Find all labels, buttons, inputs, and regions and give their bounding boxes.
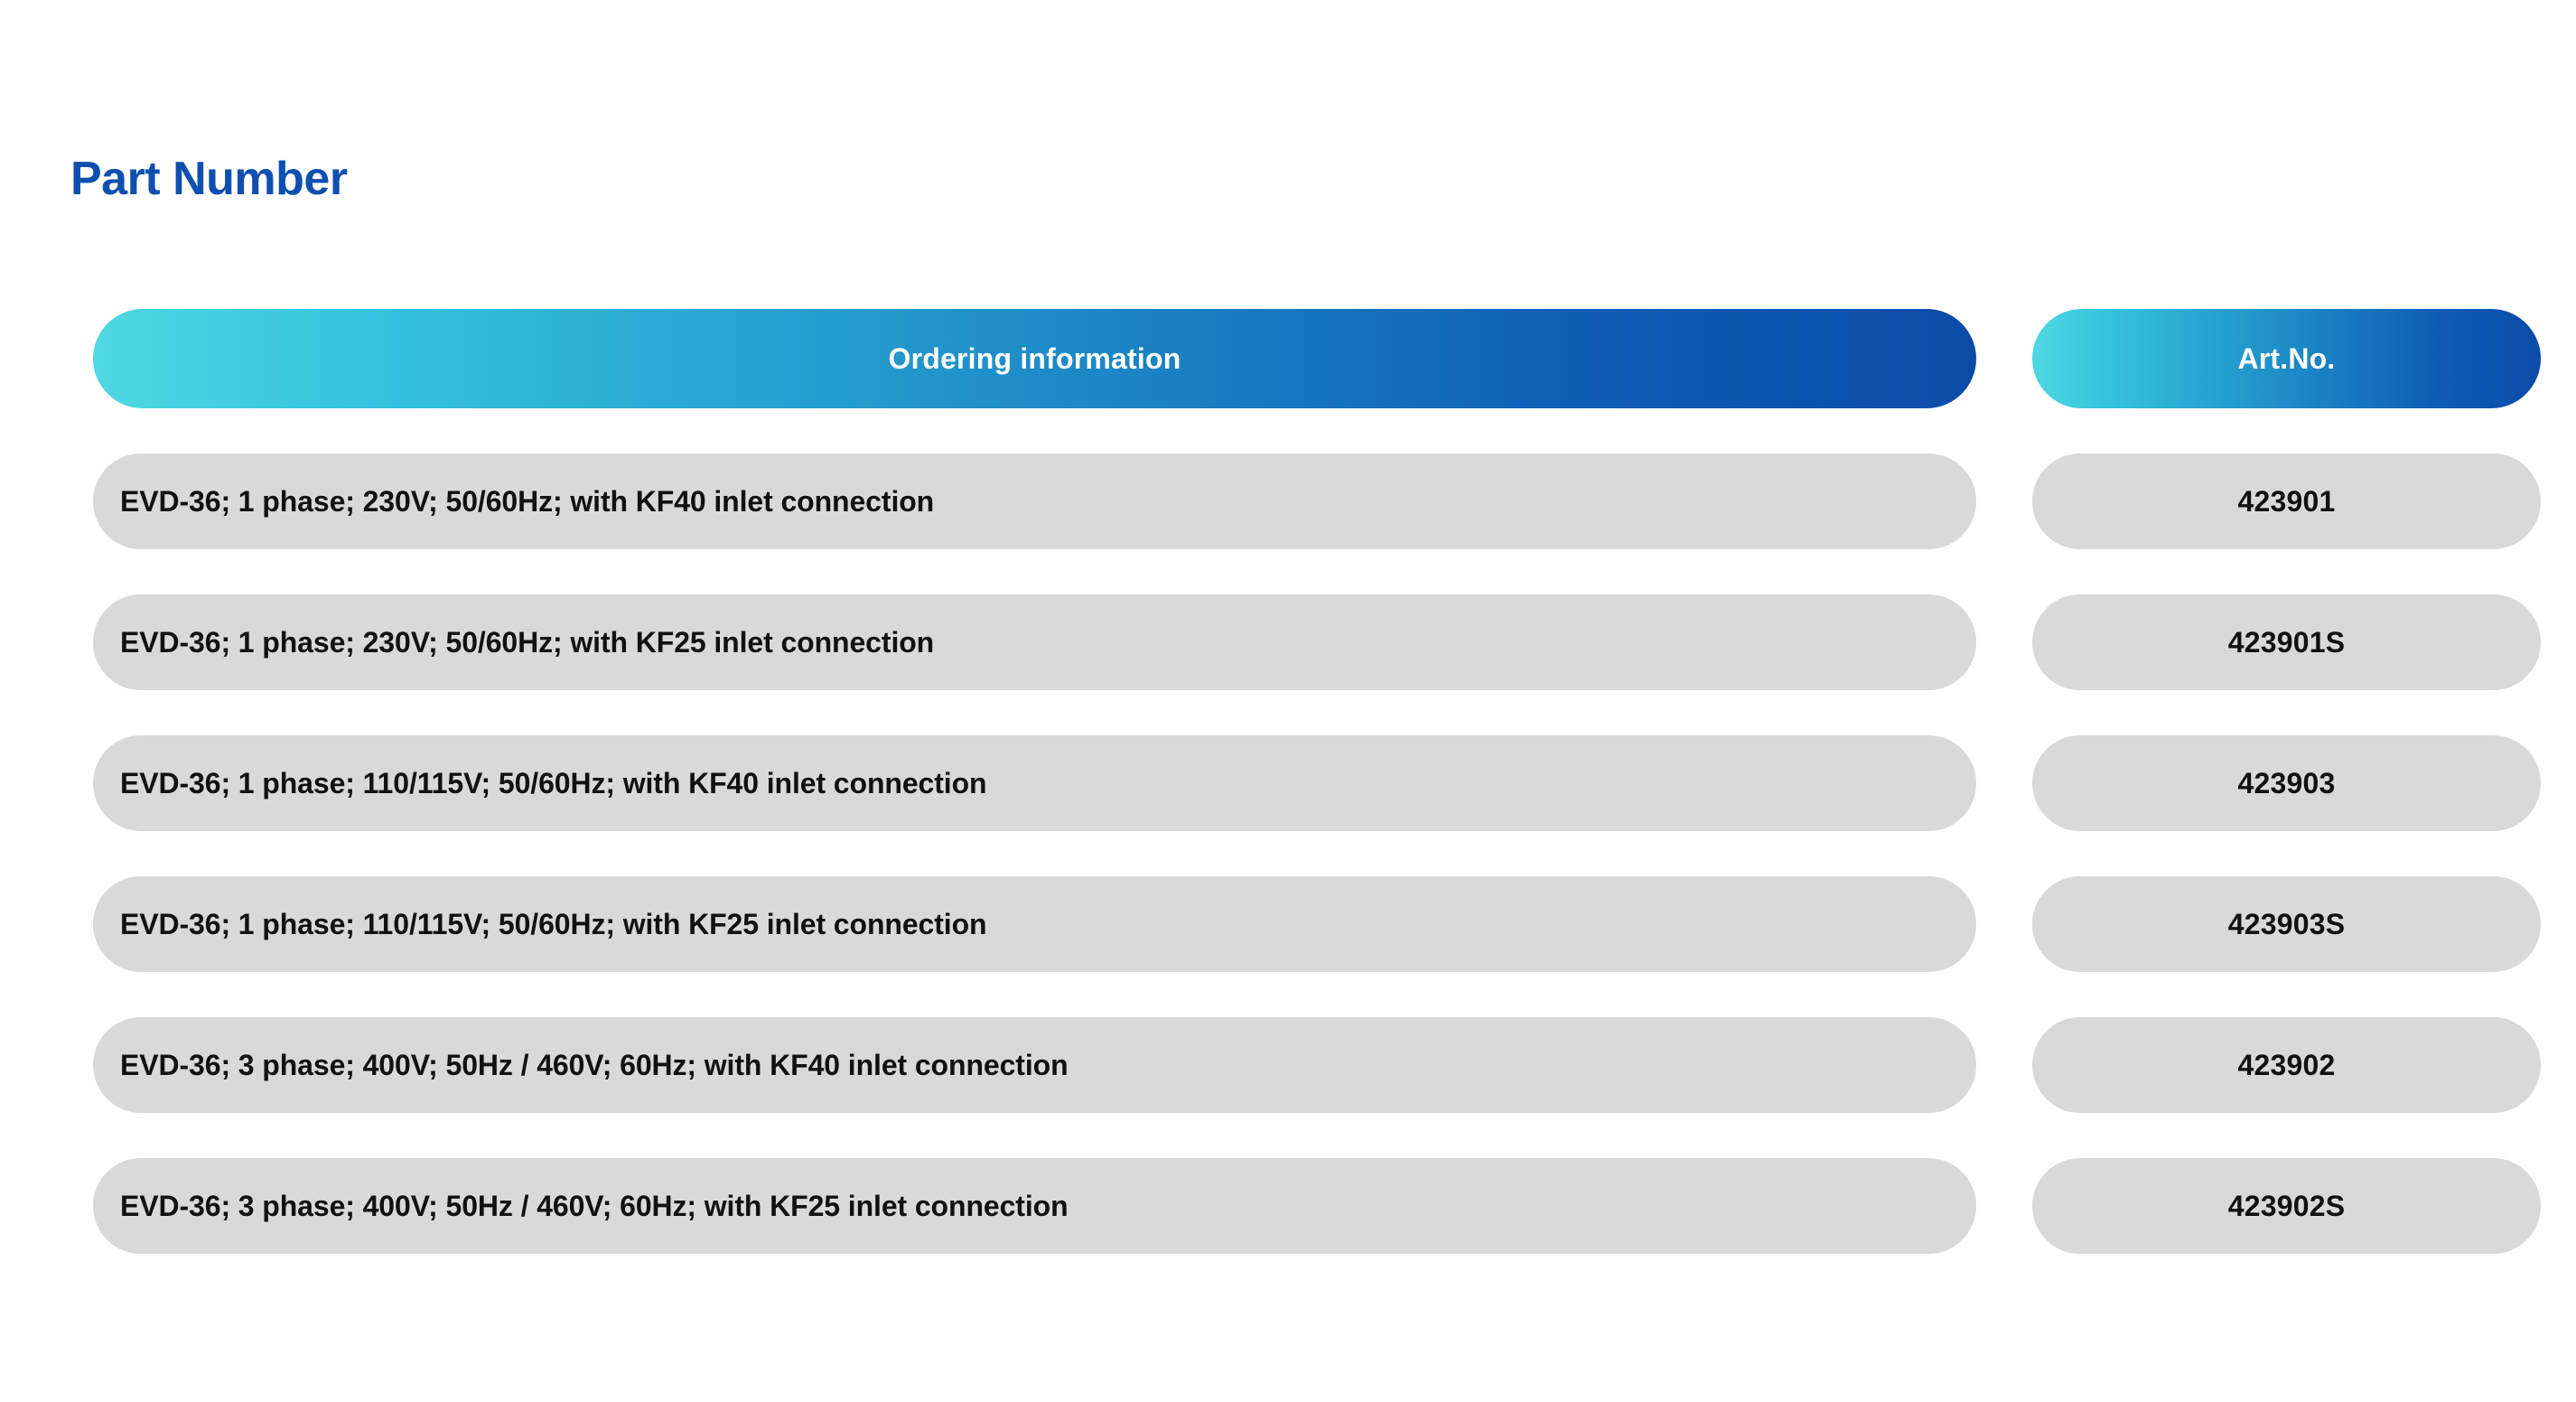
table-row[interactable]: EVD-36; 1 phase; 110/115V; 50/60Hz; with…	[93, 735, 2541, 831]
table-row[interactable]: EVD-36; 1 phase; 230V; 50/60Hz; with KF4…	[93, 453, 2541, 549]
header-cell-ordering-information: Ordering information	[93, 309, 1976, 408]
column-gap	[1976, 309, 2032, 408]
article-number-text: 423903	[2237, 766, 2336, 799]
table-row[interactable]: EVD-36; 1 phase; 110/115V; 50/60Hz; with…	[93, 876, 2541, 972]
ordering-information-text: EVD-36; 1 phase; 230V; 50/60Hz; with KF4…	[120, 484, 935, 518]
cell-ordering-information[interactable]: EVD-36; 3 phase; 400V; 50Hz / 460V; 60Hz…	[93, 1017, 1976, 1113]
cell-ordering-information[interactable]: EVD-36; 1 phase; 230V; 50/60Hz; with KF2…	[93, 594, 1976, 690]
article-number-text: 423902S	[2227, 1189, 2346, 1222]
ordering-information-text: EVD-36; 1 phase; 110/115V; 50/60Hz; with…	[120, 907, 987, 940]
cell-article-number[interactable]: 423903	[2032, 735, 2541, 831]
table-row[interactable]: EVD-36; 3 phase; 400V; 50Hz / 460V; 60Hz…	[93, 1158, 2541, 1254]
cell-article-number[interactable]: 423901	[2032, 453, 2541, 549]
ordering-information-text: EVD-36; 1 phase; 110/115V; 50/60Hz; with…	[120, 766, 987, 799]
cell-ordering-information[interactable]: EVD-36; 3 phase; 400V; 50Hz / 460V; 60Hz…	[93, 1158, 1976, 1254]
column-gap	[1976, 594, 2032, 690]
header-cell-article-number: Art.No.	[2032, 309, 2541, 408]
table-row[interactable]: EVD-36; 1 phase; 230V; 50/60Hz; with KF2…	[93, 594, 2541, 690]
ordering-information-text: EVD-36; 3 phase; 400V; 50Hz / 460V; 60Hz…	[120, 1189, 1069, 1222]
column-gap	[1976, 1158, 2032, 1254]
column-gap	[1976, 1017, 2032, 1113]
article-number-text: 423901S	[2227, 625, 2346, 659]
ordering-information-text: EVD-36; 3 phase; 400V; 50Hz / 460V; 60Hz…	[120, 1048, 1069, 1081]
cell-ordering-information[interactable]: EVD-36; 1 phase; 110/115V; 50/60Hz; with…	[93, 735, 1976, 831]
header-label-ordering-information: Ordering information	[888, 341, 1181, 375]
page-title: Part Number	[70, 152, 348, 205]
column-gap	[1976, 453, 2032, 549]
article-number-text: 423901	[2237, 484, 2336, 518]
cell-ordering-information[interactable]: EVD-36; 1 phase; 230V; 50/60Hz; with KF4…	[93, 453, 1976, 549]
cell-ordering-information[interactable]: EVD-36; 1 phase; 110/115V; 50/60Hz; with…	[93, 876, 1976, 972]
part-number-table: Ordering information Art.No. EVD-36; 1 p…	[93, 309, 2541, 1254]
cell-article-number[interactable]: 423902S	[2032, 1158, 2541, 1254]
cell-article-number[interactable]: 423902	[2032, 1017, 2541, 1113]
header-label-article-number: Art.No.	[2237, 341, 2336, 375]
table-header-row: Ordering information Art.No.	[93, 309, 2541, 408]
cell-article-number[interactable]: 423903S	[2032, 876, 2541, 972]
column-gap	[1976, 735, 2032, 831]
table-row[interactable]: EVD-36; 3 phase; 400V; 50Hz / 460V; 60Hz…	[93, 1017, 2541, 1113]
ordering-information-text: EVD-36; 1 phase; 230V; 50/60Hz; with KF2…	[120, 625, 935, 659]
article-number-text: 423903S	[2227, 907, 2346, 940]
article-number-text: 423902	[2237, 1048, 2336, 1081]
column-gap	[1976, 876, 2032, 972]
cell-article-number[interactable]: 423901S	[2032, 594, 2541, 690]
